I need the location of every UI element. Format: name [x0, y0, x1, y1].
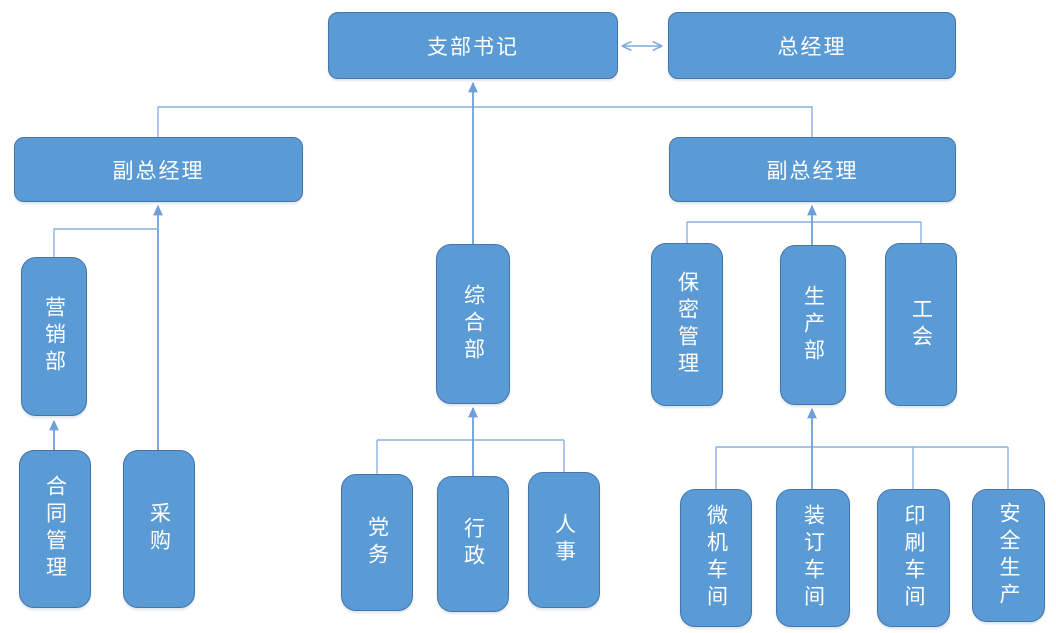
node-general-affairs-dept: 综合部	[436, 244, 510, 404]
node-deputy-gm-left-label: 副总经理	[112, 159, 205, 183]
edge-marketing-elbow	[53, 228, 158, 257]
node-printing-workshop: 印刷车间	[877, 489, 950, 627]
node-party-affairs-label: 党务	[365, 515, 389, 570]
node-contract-mgmt: 合同管理	[19, 450, 91, 608]
node-general-affairs-dept-label: 综合部	[461, 283, 485, 365]
node-administration: 行政	[437, 476, 509, 612]
node-deputy-gm-right: 副总经理	[669, 137, 956, 202]
node-general-manager-label: 总经理	[777, 35, 847, 59]
node-confidentiality-mgmt-label: 保密管理	[675, 270, 699, 379]
node-computer-workshop: 微机车间	[680, 489, 752, 627]
node-production-dept-label: 生产部	[801, 284, 825, 366]
node-safety-production-label: 安全生产	[997, 501, 1020, 610]
node-branch-secretary-label: 支部书记	[427, 35, 519, 59]
node-marketing-dept: 营销部	[21, 257, 87, 416]
node-procurement-label: 采购	[147, 502, 171, 556]
node-deputy-gm-left: 副总经理	[14, 137, 303, 202]
node-binding-workshop: 装订车间	[776, 489, 850, 627]
node-marketing-dept-label: 营销部	[42, 296, 66, 377]
node-administration-label: 行政	[461, 517, 485, 571]
node-production-dept: 生产部	[780, 245, 846, 405]
node-contract-mgmt-label: 合同管理	[43, 475, 67, 583]
node-computer-workshop-label: 微机车间	[704, 504, 728, 612]
node-hr-label: 人事	[552, 513, 576, 567]
edge-row2-bus	[157, 106, 813, 137]
node-deputy-gm-right-label: 副总经理	[766, 159, 859, 183]
node-general-manager: 总经理	[668, 12, 956, 79]
node-labor-union: 工会	[885, 243, 957, 406]
node-binding-workshop-label: 装订车间	[801, 504, 825, 612]
node-branch-secretary: 支部书记	[328, 12, 618, 79]
node-procurement: 采购	[123, 450, 195, 608]
node-confidentiality-mgmt: 保密管理	[651, 243, 723, 406]
node-party-affairs: 党务	[341, 474, 413, 611]
node-printing-workshop-label: 印刷车间	[902, 504, 925, 612]
node-safety-production: 安全生产	[972, 489, 1045, 622]
node-hr: 人事	[528, 472, 600, 608]
node-labor-union-label: 工会	[909, 297, 933, 352]
